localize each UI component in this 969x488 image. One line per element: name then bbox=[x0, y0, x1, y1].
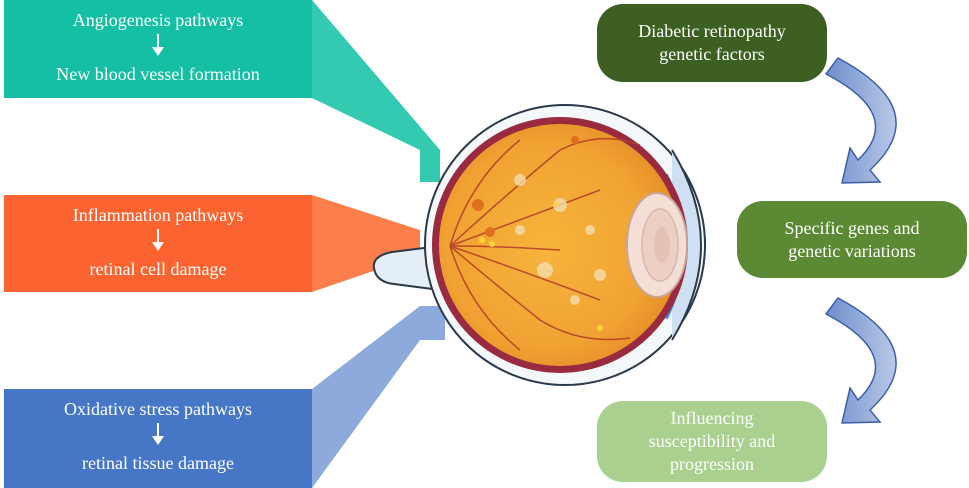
oxidative-stress-title: Oxidative stress pathways bbox=[64, 399, 252, 419]
inflammation-title: Inflammation pathways bbox=[72, 205, 244, 225]
susceptibility-box: Influencing susceptibility and progressi… bbox=[597, 401, 827, 482]
genetic-factors-box: Diabetic retinopathy genetic factors bbox=[597, 4, 827, 82]
down-arrow-icon bbox=[152, 229, 164, 251]
eye-illustration bbox=[372, 104, 706, 386]
oxidative-connector bbox=[312, 306, 445, 488]
retina bbox=[439, 124, 681, 366]
angiogenesis-title: Angiogenesis pathways bbox=[72, 10, 244, 30]
inflammation-box: Inflammation pathways retinal cell damag… bbox=[4, 195, 312, 292]
down-arrow-icon bbox=[152, 34, 164, 56]
genetic-factors-label: Diabetic retinopathy genetic factors bbox=[638, 21, 786, 64]
genes-variations-box: Specific genes and genetic variations bbox=[737, 201, 967, 278]
oxidative-stress-result: retinal tissue damage bbox=[82, 453, 234, 473]
flow-arrow-1 bbox=[824, 57, 897, 184]
inflammation-result: retinal cell damage bbox=[89, 259, 227, 279]
flow-arrow-2 bbox=[824, 297, 897, 424]
inflammation-connector bbox=[312, 195, 420, 292]
genes-variations-label: Specific genes and genetic variations bbox=[784, 217, 920, 261]
down-arrow-icon bbox=[152, 423, 164, 445]
angiogenesis-connector bbox=[312, 0, 440, 182]
susceptibility-label: Influencing susceptibility and progressi… bbox=[648, 408, 776, 474]
angiogenesis-box: Angiogenesis pathways New blood vessel f… bbox=[4, 0, 312, 98]
oxidative-stress-box: Oxidative stress pathways retinal tissue… bbox=[4, 389, 312, 488]
optic-nerve bbox=[372, 244, 441, 292]
angiogenesis-result: New blood vessel formation bbox=[56, 64, 260, 84]
